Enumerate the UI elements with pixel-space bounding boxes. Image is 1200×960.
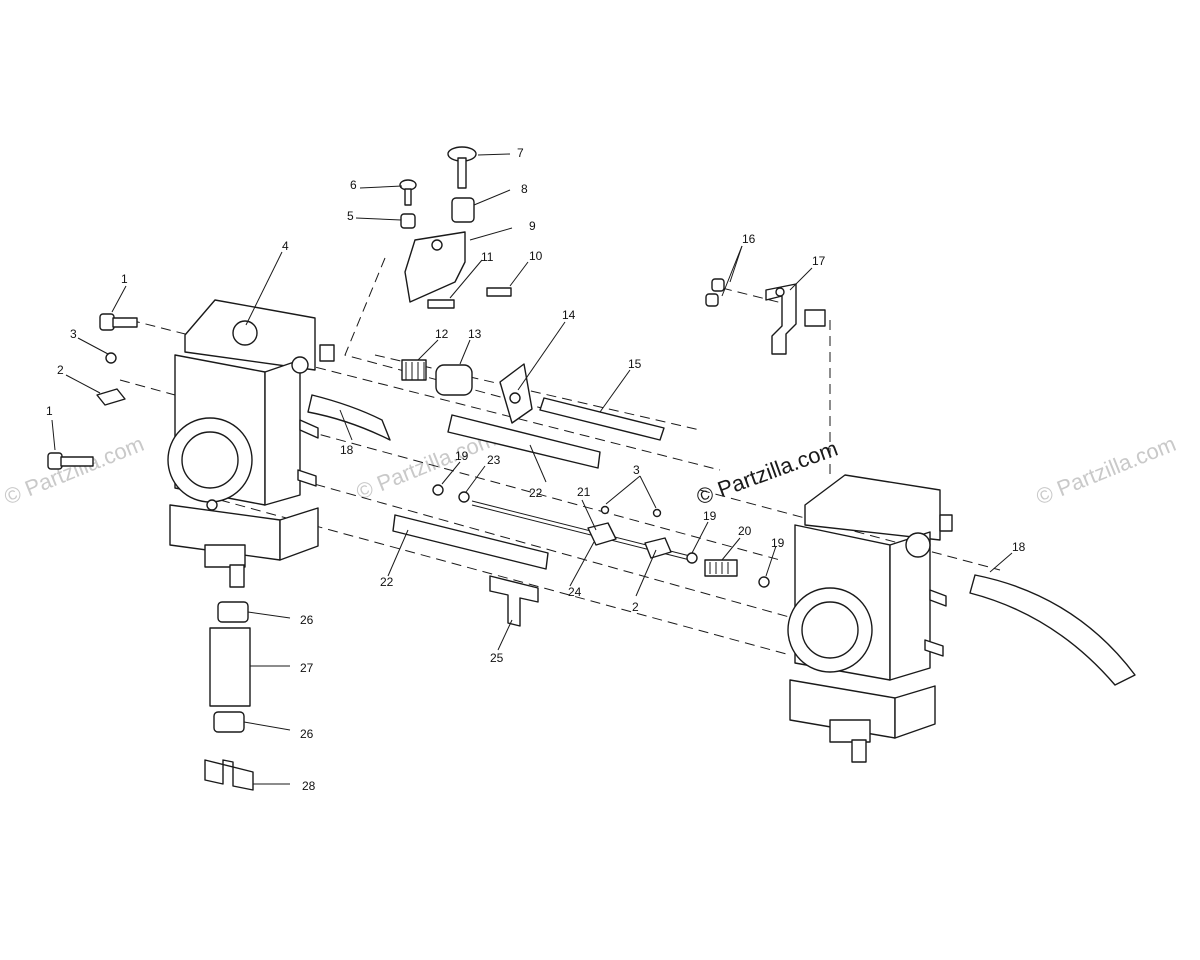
callout-14: 14 (562, 308, 576, 322)
callout-19-right: 19 (771, 536, 785, 550)
callout-2-mid: 2 (632, 600, 639, 614)
callout-19-mid: 19 (703, 509, 717, 523)
callout-26-top: 26 (300, 613, 314, 627)
callout-17: 17 (812, 254, 826, 268)
callout-22-upper: 22 (529, 486, 543, 500)
callout-9: 9 (529, 219, 536, 233)
callout-12: 12 (435, 327, 449, 341)
callout-25: 25 (490, 651, 504, 665)
mid-components (307, 359, 665, 627)
watermark-right: © Partzilla.com (1033, 431, 1180, 510)
callout-8: 8 (521, 182, 528, 196)
callout-18-left: 18 (340, 443, 354, 457)
callout-3-mid: 3 (633, 463, 640, 477)
callout-16: 16 (742, 232, 756, 246)
callout-20: 20 (738, 524, 752, 538)
callout-19-left: 19 (455, 449, 469, 463)
callout-6: 6 (350, 178, 357, 192)
callout-2-left: 2 (57, 363, 64, 377)
callout-28: 28 (302, 779, 316, 793)
callout-11: 11 (481, 250, 494, 264)
callout-1-bottom: 1 (46, 404, 53, 418)
lower-fittings (204, 601, 254, 791)
callout-21: 21 (577, 485, 591, 499)
leader-lines (51, 153, 1013, 785)
left-fasteners (47, 313, 138, 470)
watermark-left: © Partzilla.com (1, 431, 148, 510)
callout-23: 23 (487, 453, 501, 467)
left-carburetor (167, 299, 335, 588)
top-bracket-assembly (399, 146, 512, 309)
callout-22-lower: 22 (380, 575, 394, 589)
callout-4: 4 (282, 239, 289, 253)
right-bracket (705, 278, 826, 355)
callout-7: 7 (517, 146, 524, 160)
callout-1-top: 1 (121, 272, 128, 286)
right-carburetor (787, 474, 953, 763)
callout-13: 13 (468, 327, 482, 341)
callout-24: 24 (568, 585, 582, 599)
callout-labels: 1 1 2 2 3 3 4 5 6 7 8 9 10 11 12 13 14 1… (46, 146, 1026, 793)
callout-26-bottom: 26 (300, 727, 314, 741)
callout-3-left: 3 (70, 327, 77, 341)
callout-18-right: 18 (1012, 540, 1026, 554)
callout-15: 15 (628, 357, 642, 371)
fuel-hose-right (969, 574, 1136, 686)
callout-10: 10 (529, 249, 543, 263)
callout-27: 27 (300, 661, 314, 675)
callout-5: 5 (347, 209, 354, 223)
